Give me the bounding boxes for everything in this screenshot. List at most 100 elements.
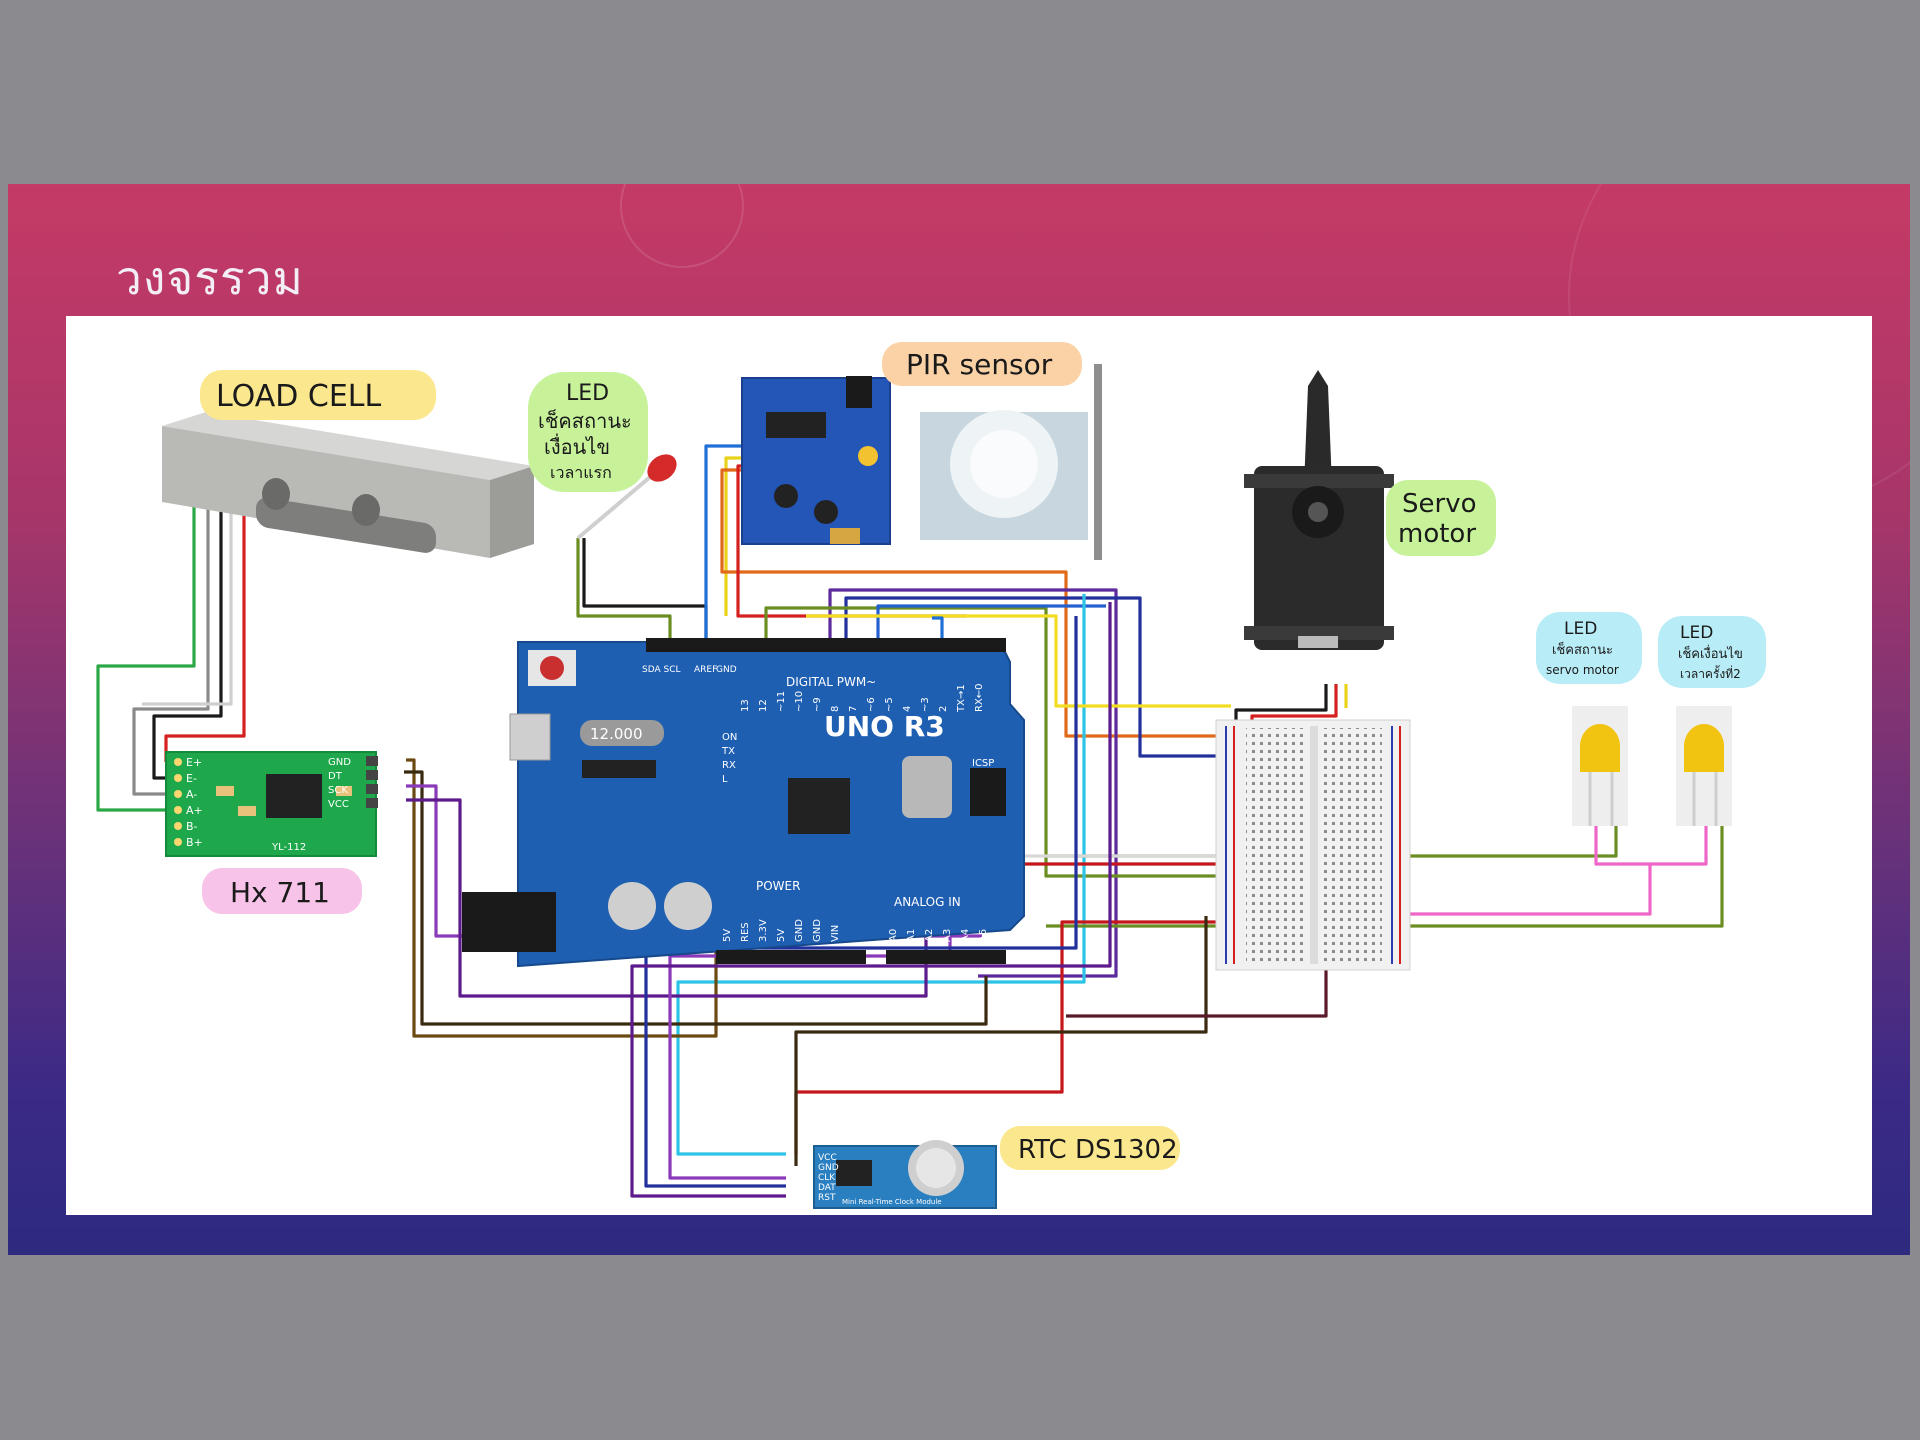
- breadboard: [1215, 719, 1411, 971]
- hx-pin-gnd: GND: [328, 757, 351, 768]
- hx-pin-e-minus: E-: [186, 772, 197, 785]
- pir-dome: [920, 364, 1102, 560]
- digital-pin--5: ~5: [884, 697, 895, 712]
- load-cell-label: LOAD CELL: [216, 379, 382, 414]
- arduino-tx-label: TX: [721, 746, 735, 757]
- arduino-uno: 12.000 UNO R3 DIGITAL PWM~ ANALOG IN POW…: [462, 638, 1025, 968]
- wire-orange-pir: [720, 468, 1246, 738]
- hx-pin-b-plus: B+: [186, 836, 203, 849]
- wire-olive-top: [764, 606, 1246, 878]
- digital-pin--3: ~3: [920, 697, 931, 712]
- wire-cyan-top: [676, 594, 1086, 1156]
- load-cell: [162, 412, 534, 558]
- arduino-sda-scl-label: SDA SCL: [642, 665, 681, 675]
- wire-olive-led1: [576, 538, 672, 638]
- pir-board: [741, 376, 891, 545]
- hx711-label-bg: [202, 868, 362, 914]
- digital-pin-7: 7: [848, 706, 859, 712]
- rtc-pin-vcc: VCC: [818, 1153, 837, 1163]
- arduino-model: UNO R3: [824, 710, 945, 743]
- servo-label-line2: motor: [1398, 519, 1476, 549]
- hx711-label: Hx 711: [230, 876, 330, 909]
- hx711-right-pins: [366, 756, 378, 808]
- analog-pin-a0: A0: [888, 929, 899, 942]
- arduino-power-label: POWER: [756, 879, 800, 893]
- digital-pin--6: ~6: [866, 697, 877, 712]
- hx711-left-pins: [174, 758, 182, 846]
- led3-label-bg: [1658, 616, 1766, 688]
- slide-title: วงจรรวม: [116, 251, 304, 305]
- led1-label-bg: [528, 372, 648, 492]
- analog-pin-a3: A3: [942, 929, 953, 942]
- analog-pin-a1: A1: [906, 929, 917, 942]
- digital-pin--11: ~11: [776, 691, 787, 712]
- led2-label-line3: servo motor: [1546, 663, 1619, 677]
- led2-label-line2: เช็คสถานะ: [1552, 640, 1613, 658]
- wire-navy-top: [844, 596, 1246, 758]
- wire-green-loadcell: [96, 498, 196, 812]
- digital-pin--9: ~9: [812, 697, 823, 712]
- wire-yellow-top: [806, 614, 1231, 708]
- hx-pin-b-minus: B-: [186, 820, 198, 833]
- power-pin-res: RES: [740, 922, 751, 942]
- power-pin-5v: 5V: [776, 929, 787, 942]
- power-pin-5v: 5V: [722, 929, 733, 942]
- arduino-l-label: L: [722, 774, 728, 785]
- pir-label: PIR sensor: [906, 348, 1053, 381]
- led3-label-line2: เช็คเงื่อนไข: [1678, 644, 1743, 662]
- analog-pin-a4: A4: [960, 929, 971, 942]
- hx-pin-a-minus: A-: [186, 788, 197, 801]
- rtc-pin-clk: CLK: [818, 1173, 836, 1183]
- led2-yellow: [1572, 706, 1628, 826]
- digital-pin-tx-1: TX→1: [956, 684, 967, 713]
- wire-darkbrown-hx: [404, 770, 988, 1026]
- hx-model: YL-112: [271, 842, 306, 853]
- wire-brown-hx: [406, 758, 718, 1038]
- wire-black-led1: [582, 538, 708, 638]
- servo-label-line1: Servo: [1402, 489, 1476, 519]
- arduino-rx-label: RX: [722, 760, 736, 771]
- rtc-pin-gnd: GND: [818, 1163, 839, 1173]
- arduino-digital-label: DIGITAL PWM~: [786, 675, 876, 689]
- led3-label-line1: LED: [1680, 623, 1713, 643]
- servo-motor: [1244, 370, 1394, 650]
- rtc-label-bg: [1000, 1126, 1180, 1170]
- wire-purple-top: [828, 588, 1118, 978]
- load-cell-label-bg: [200, 370, 436, 420]
- led1-label-line4: เวลาแรก: [550, 463, 612, 482]
- wire-blue-d3: [932, 616, 944, 638]
- arduino-analog-label: ANALOG IN: [894, 895, 961, 909]
- led3-label-line3: เวลาครั้งที่2: [1680, 665, 1741, 681]
- digital-pin-8: 8: [830, 706, 841, 712]
- hx-pin-dt: DT: [328, 771, 343, 782]
- rtc-label: RTC DS1302: [1018, 1135, 1178, 1165]
- load-cell-top: [162, 412, 534, 480]
- arduino-crystal: 12.000: [590, 725, 643, 743]
- power-pin-vin: VIN: [830, 925, 841, 942]
- hx-pin-sck: SCK: [328, 785, 348, 796]
- wire-yellow-pir: [724, 456, 746, 616]
- led2-label-bg: [1536, 612, 1642, 684]
- arduino-on-label: ON: [722, 732, 737, 743]
- rtc-pin-dat: DAT: [818, 1183, 836, 1193]
- digital-pin-13: 13: [740, 699, 751, 712]
- digital-pin-2: 2: [938, 706, 949, 712]
- hx-pin-a-plus: A+: [186, 804, 203, 817]
- wire-purple-hx: [406, 798, 928, 998]
- wire-pink-leds: [1594, 826, 1708, 866]
- wire-blue-pir: [704, 444, 746, 638]
- digital-pin-12: 12: [758, 699, 769, 712]
- arduino-gnd-label: GND: [716, 665, 737, 675]
- wire-gray-loadcell: [132, 498, 210, 796]
- hx-pin-vcc: VCC: [328, 799, 349, 810]
- wire-white-loadcell: [142, 498, 233, 706]
- led1-label-line2: เช็คสถานะ: [538, 408, 632, 433]
- hx-pin-e-plus: E+: [186, 756, 202, 769]
- rtc-caption: Mini Real-Time Clock Module: [842, 1198, 942, 1206]
- digital-pin--10: ~10: [794, 691, 805, 712]
- rtc-board: VCC GND CLK DAT RST Mini Real-Time Clock…: [813, 1140, 997, 1209]
- wire-blue-top: [876, 604, 1106, 638]
- arduino-icsp-label: ICSP: [972, 758, 994, 769]
- led1-label-line3: เงื่อนไข: [544, 433, 610, 459]
